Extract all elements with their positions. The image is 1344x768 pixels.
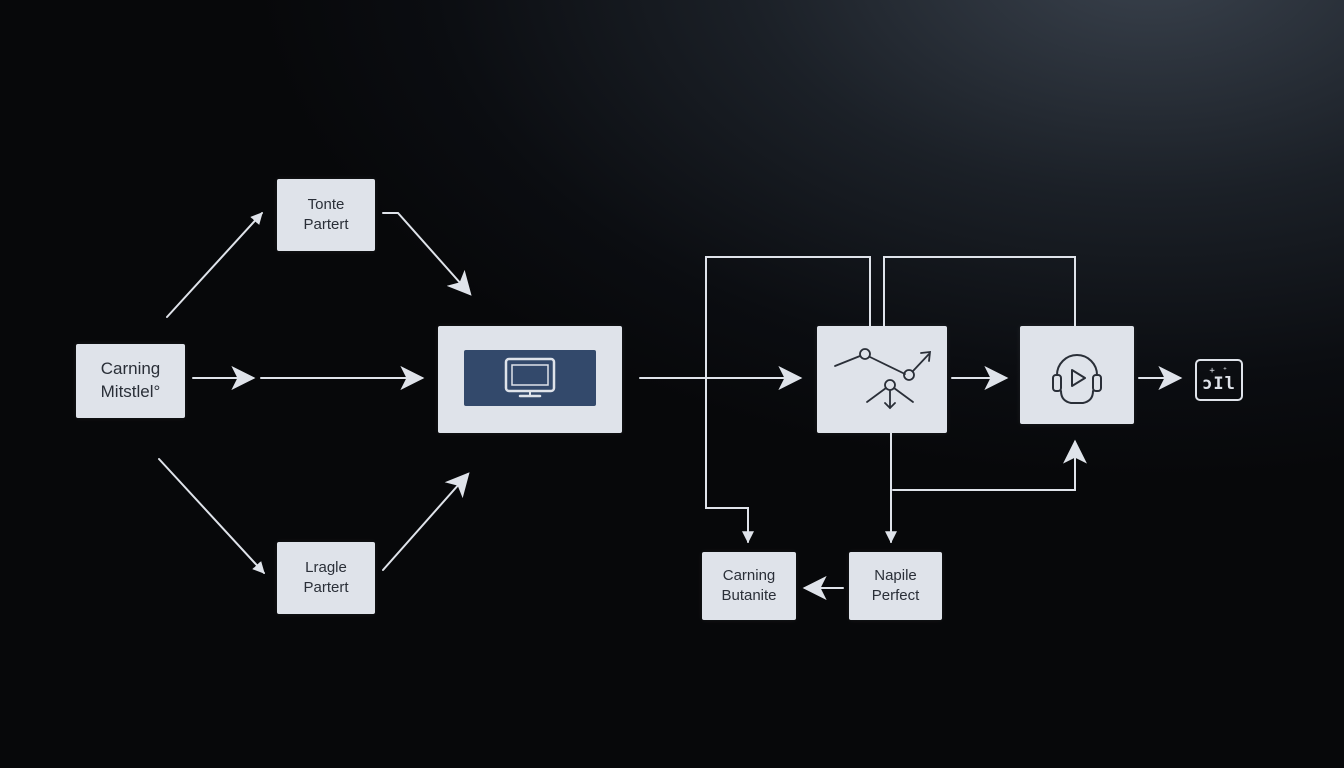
output-left-line2: Butanite <box>721 587 777 604</box>
loop-top-left <box>705 256 871 379</box>
arrow-graph-to-play-bottom <box>892 439 1087 491</box>
source-node-line2: Mitstlel° <box>100 382 161 401</box>
equalizer-icon: + ⁺ ɔIl <box>1195 359 1243 401</box>
headphones-play-icon <box>1052 354 1102 404</box>
top-node: Tonte Partert <box>277 179 375 251</box>
arrow-source-to-bottom <box>158 458 265 574</box>
play-node <box>1020 326 1134 424</box>
monitor-icon <box>504 357 556 398</box>
source-node-line1: Carning <box>100 359 161 379</box>
arrow-top-to-media <box>382 212 472 296</box>
bottom-node-line1: Lragle <box>305 558 347 576</box>
arrow-bottom-to-media <box>382 472 470 571</box>
output-left-line1: Carning <box>722 566 776 584</box>
output-right-node: Napile Perfect <box>849 552 942 620</box>
loop-top-right <box>883 256 1076 327</box>
top-node-line2: Partert <box>303 216 349 233</box>
output-icon-top-glyphs: + ⁺ <box>1209 366 1229 376</box>
network-graph-icon <box>834 348 932 410</box>
graph-node <box>817 326 947 433</box>
arrow-loop-to-output-left <box>705 377 754 544</box>
arrow-source-to-top <box>166 212 263 318</box>
output-left-node: Carning Butanite <box>702 552 796 620</box>
output-right-line2: Perfect <box>871 587 920 604</box>
media-screen <box>464 350 596 406</box>
source-node: Carning Mitstlel° <box>76 344 185 418</box>
media-node <box>438 326 622 433</box>
output-right-line1: Napile <box>874 566 917 584</box>
bottom-node: Lragle Partert <box>277 542 375 614</box>
bottom-node-line2: Partert <box>303 579 349 596</box>
output-icon-bottom-glyphs: ɔIl <box>1202 374 1236 394</box>
top-node-line1: Tonte <box>307 195 345 213</box>
